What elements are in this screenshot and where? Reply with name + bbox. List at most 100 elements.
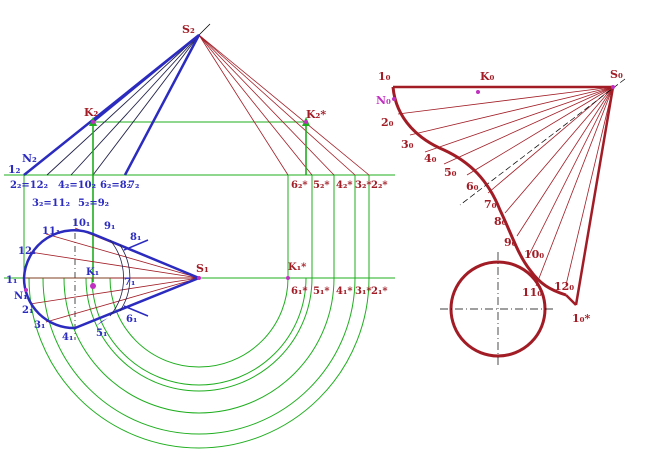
label-10-1: 10₁ <box>72 218 90 229</box>
point-k0 <box>476 90 480 94</box>
label-3-1-star: 3₁* <box>355 286 372 297</box>
label-9-0: 9₀ <box>504 236 517 249</box>
point-s0 <box>611 85 615 89</box>
label-k1-star: K₁* <box>288 262 307 273</box>
front-axis <box>198 23 211 36</box>
label-2-1: 2₁ <box>22 305 33 316</box>
generator-line <box>397 86 614 115</box>
label-4-1: 4₁ <box>62 332 73 343</box>
generator-line <box>487 86 614 194</box>
top-view <box>4 220 395 449</box>
label-5-0: 5₀ <box>444 166 457 179</box>
generator-line <box>527 86 614 258</box>
rotation-arcs <box>28 277 370 449</box>
label-8-0: 8₀ <box>494 215 507 228</box>
label-1-2: 1₂ <box>8 163 21 176</box>
label-3-2-star: 3₂* <box>355 180 372 191</box>
label-10-0: 10₀ <box>524 248 544 261</box>
front-inner-edge <box>92 34 200 123</box>
rotation-arc <box>85 277 313 392</box>
label-3-1: 3₁ <box>34 320 45 331</box>
label-6-0: 6₀ <box>466 180 479 193</box>
label-1-0: 1₀ <box>378 70 391 83</box>
label-s0: S₀ <box>610 68 623 81</box>
development-edge-bottom <box>565 294 577 306</box>
point-k1star <box>286 276 290 280</box>
apex-arc <box>109 239 124 317</box>
point-k2star <box>304 120 308 124</box>
arrow-5-1 <box>96 318 108 326</box>
front-generators <box>198 34 370 176</box>
point-k1 <box>90 283 96 289</box>
generator-line <box>198 34 370 176</box>
generator-line <box>409 86 614 136</box>
generator-line <box>198 34 289 176</box>
arrow-8-1 <box>123 239 149 251</box>
label-4-0: 4₀ <box>424 152 437 165</box>
generator-line <box>198 34 356 176</box>
generator-line <box>443 86 614 165</box>
label-6-1: 6₁ <box>126 314 137 325</box>
label-k2star: K₂* <box>306 108 326 121</box>
label-4-1-star: 4₁* <box>336 286 353 297</box>
generator-line <box>535 86 614 287</box>
generator-line <box>92 34 200 176</box>
label-k0: K₀ <box>480 70 495 83</box>
label-6-1-star: 6₁* <box>291 286 308 297</box>
arrow-6-1 <box>123 305 149 317</box>
label-6-2-star: 6₂* <box>291 180 308 191</box>
development-curve <box>391 86 567 297</box>
generator-line <box>198 34 313 176</box>
label-2-2-star: 2₂* <box>371 180 388 191</box>
generator-line <box>45 277 200 323</box>
development-view <box>391 78 626 366</box>
label-3-2: 3₂=11₂ <box>32 198 70 209</box>
label-n0: N₀ <box>376 94 391 107</box>
point-s1 <box>197 276 201 280</box>
label-4-2-star: 4₂* <box>336 180 353 191</box>
front-view <box>4 23 395 282</box>
label-9-1: 9₁ <box>104 221 115 232</box>
label-2-2: 2₂=12₂ <box>10 180 48 191</box>
label-s1: S₁ <box>196 262 209 275</box>
label-k1: K₁ <box>86 267 99 278</box>
label-7-2: 7₂ <box>128 180 139 191</box>
point-n1 <box>24 288 28 292</box>
label-n1: N₁ <box>14 291 28 302</box>
label-1-1: 1₁ <box>6 275 17 286</box>
generator-line <box>565 86 614 286</box>
label-7-1: 7₁ <box>124 277 135 288</box>
label-11-1: 11₁ <box>42 226 60 237</box>
point-k2 <box>91 120 95 124</box>
generator-line <box>45 233 200 279</box>
label-k2: K₂ <box>84 106 99 119</box>
development-generators <box>397 86 614 287</box>
generator-line <box>46 34 200 176</box>
top-base-outline <box>22 229 200 330</box>
generator-line <box>424 86 614 153</box>
generator-line <box>29 277 200 305</box>
rotation-arc <box>109 277 289 368</box>
label-8-1: 8₁ <box>130 232 141 243</box>
rotation-arc <box>42 277 356 435</box>
label-n2: N₂ <box>22 152 37 165</box>
label-4-2: 4₂=10₂ <box>58 180 96 191</box>
label-1-0-star: 1₀* <box>572 312 590 325</box>
label-12-1: 12₁ <box>18 246 36 257</box>
label-2-1-star: 2₁* <box>371 286 388 297</box>
label-5-2-star: 5₂* <box>313 180 330 191</box>
label-5-2: 5₂=9₂ <box>78 198 109 209</box>
label-2-0: 2₀ <box>381 116 394 129</box>
generator-line <box>504 86 614 214</box>
label-3-0: 3₀ <box>401 138 414 151</box>
generator-line <box>466 86 614 176</box>
development-edge-right <box>574 86 615 306</box>
rotation-arc <box>91 277 307 386</box>
generator-line <box>29 251 200 279</box>
labels: S₂ K₂ K₂* N₂ 1₂ 2₂=12₂ 4₂=10₂ 6₂=8₂ 7₂ 3… <box>6 23 623 343</box>
point-n0 <box>392 97 396 101</box>
label-5-1-star: 5₁* <box>313 286 330 297</box>
rotation-arc <box>28 277 370 449</box>
rotation-arc <box>63 277 335 414</box>
